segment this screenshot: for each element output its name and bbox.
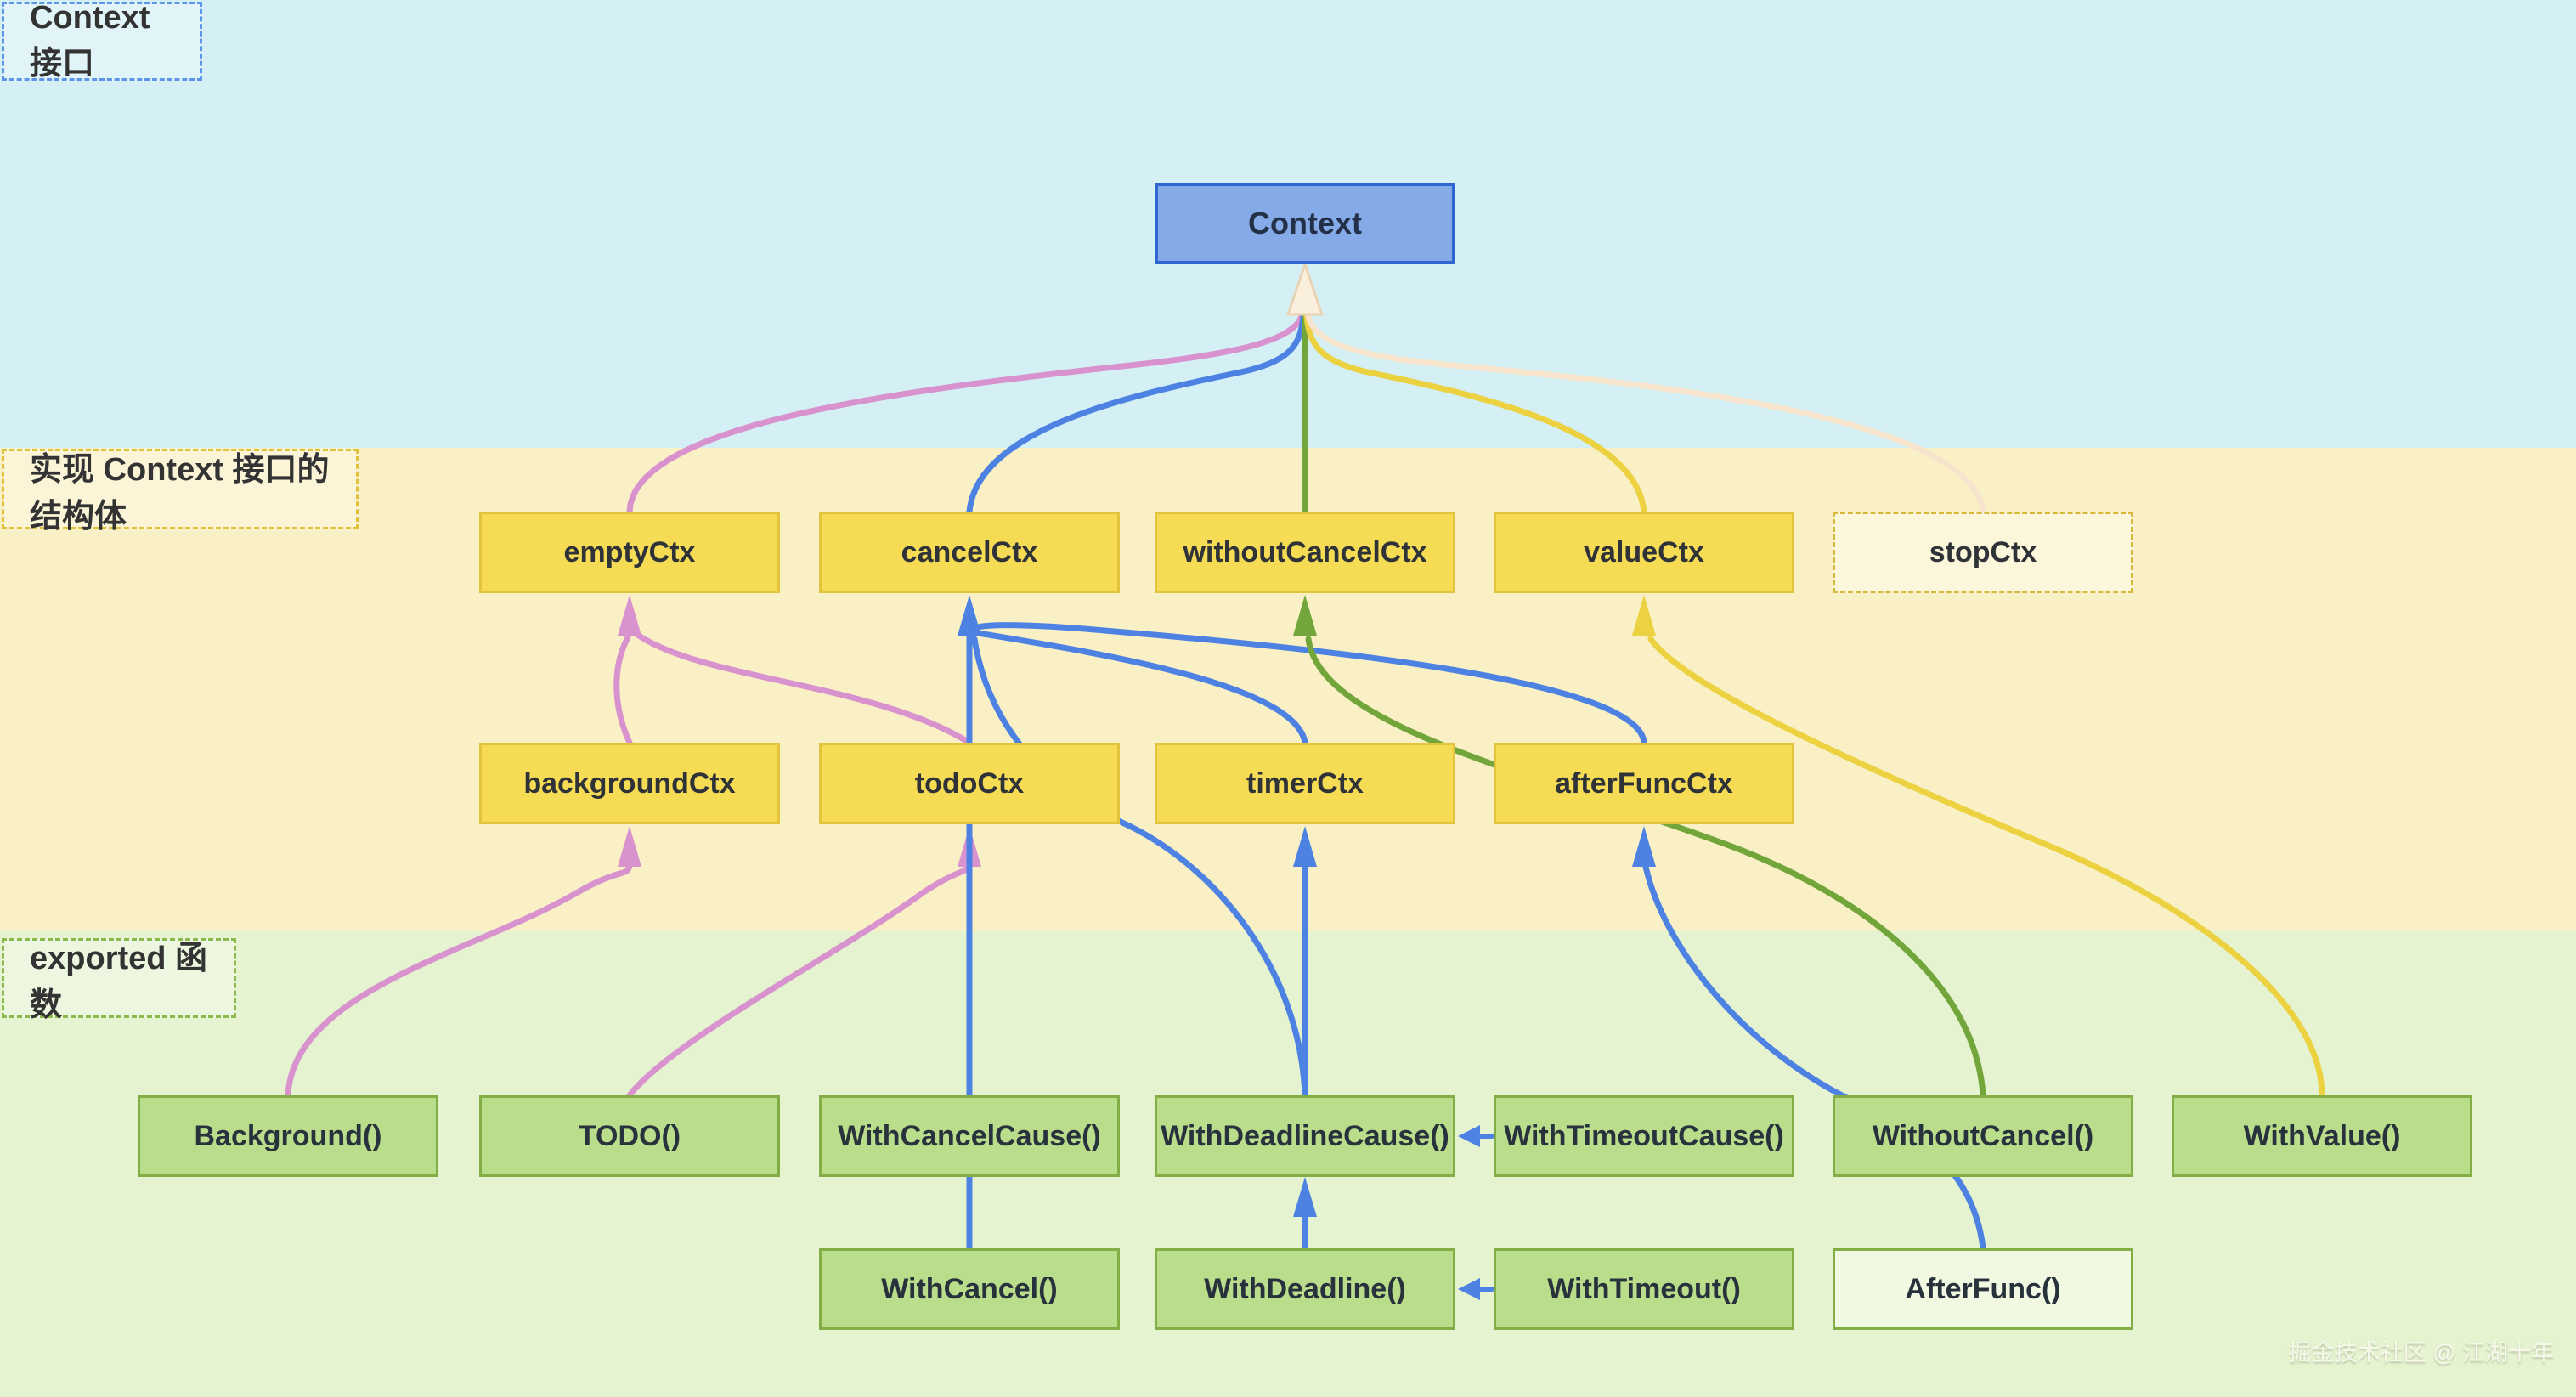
edge-emptyctx-context (626, 313, 1305, 515)
node-withoutcancel: WithoutCancel() (1833, 1095, 2133, 1177)
edge-withvalue-valuectx (1647, 636, 2325, 1099)
node-backgroundctx-label: backgroundCtx (523, 766, 736, 800)
arrowhead-timerctx (1293, 826, 1317, 867)
node-todoctx: todoCtx (819, 743, 1120, 824)
node-stopctx-label: stopCtx (1929, 535, 2037, 568)
arrowhead-emptyctx (618, 595, 641, 636)
arrowhead-withdeadlinecause (1293, 1177, 1317, 1217)
watermark: 掘金技术社区 @ 江湖十年 (2289, 1334, 2554, 1367)
node-withoutcancel-label: WithoutCancel() (1872, 1119, 2094, 1152)
node-valuectx-label: valueCtx (1584, 535, 1704, 568)
section-label-exported: exported 函数 (2, 938, 236, 1023)
section-label-interface: Context 接口 (2, 0, 202, 82)
node-afterfuncctx: afterFuncCtx (1494, 743, 1794, 824)
node-withoutcancelctx: withoutCancelCtx (1155, 512, 1455, 593)
node-todoctx-label: todoCtx (914, 766, 1025, 800)
node-valuectx: valueCtx (1494, 512, 1794, 593)
edge-afterfuncctx-cancelctx (974, 622, 1647, 746)
node-withvalue: WithValue() (2172, 1095, 2472, 1177)
node-withcancel-label: WithCancel() (881, 1272, 1058, 1305)
node-withvalue-label: WithValue() (2243, 1119, 2401, 1152)
node-afterfunc: AfterFunc() (1833, 1248, 2133, 1330)
edge-stopctx-context (1305, 313, 1986, 515)
arrowhead-cancelctx (958, 595, 981, 636)
node-withtimeoutcause-label: WithTimeoutCause() (1504, 1119, 1784, 1152)
node-todo: TODO() (479, 1095, 780, 1177)
node-withdeadlinecause-label: WithDeadlineCause() (1161, 1119, 1449, 1152)
node-withtimeoutcause: WithTimeoutCause() (1494, 1095, 1794, 1177)
node-afterfuncctx-label: afterFuncCtx (1555, 766, 1733, 800)
node-background-label: Background() (194, 1119, 382, 1152)
node-withdeadline: WithDeadline() (1155, 1248, 1455, 1330)
node-cancelctx: cancelCtx (819, 512, 1120, 593)
edge-afterfunc-afterfuncctx (1642, 863, 1986, 1252)
node-timerctx: timerCtx (1155, 743, 1455, 824)
edge-timerctx-cancelctx (974, 630, 1308, 746)
section-label-exported-text: exported 函数 (30, 941, 208, 1023)
node-withcancelcause-label: WithCancelCause() (838, 1119, 1101, 1152)
node-withcancel: WithCancel() (819, 1248, 1120, 1330)
edge-todoctx-emptyctx (636, 632, 973, 746)
node-withcancelcause: WithCancelCause() (819, 1095, 1120, 1177)
node-cancelctx-label: cancelCtx (901, 535, 1038, 568)
node-withtimeout: WithTimeout() (1494, 1248, 1794, 1330)
section-label-interface-text: Context 接口 (30, 0, 150, 82)
edge-withoutcancel-withoutcancelctx (1305, 636, 1986, 1099)
section-label-structs: 实现 Context 接口的结构体 (2, 449, 359, 534)
arrowhead-backgroundctx (618, 826, 641, 867)
section-label-structs-text: 实现 Context 接口的结构体 (30, 451, 330, 534)
node-emptyctx-label: emptyCtx (563, 535, 696, 568)
arrowhead-valuectx (1632, 595, 1656, 636)
arrowhead-row1-left (1458, 1125, 1480, 1147)
node-backgroundctx: backgroundCtx (479, 743, 780, 824)
edge-background-backgroundctx (285, 862, 633, 1099)
edge-withdeadlinecause-cancelctx (971, 636, 1308, 1099)
edge-valuectx-context (1303, 313, 1647, 515)
node-afterfunc-label: AfterFunc() (1905, 1272, 2061, 1305)
node-withdeadlinecause: WithDeadlineCause() (1155, 1095, 1455, 1177)
arrowhead-row2-left (1458, 1278, 1480, 1300)
node-context-label: Context (1248, 206, 1362, 240)
arrowhead-afterfuncctx (1632, 826, 1656, 867)
arrowhead-context (1285, 260, 1325, 316)
node-stopctx: stopCtx (1833, 512, 2133, 593)
edge-cancelctx-context (966, 313, 1307, 515)
edge-backgroundctx-emptyctx (613, 634, 633, 746)
node-withtimeout-label: WithTimeout() (1547, 1272, 1741, 1305)
arrowhead-withoutcancelctx (1293, 595, 1317, 636)
node-context: Context (1155, 183, 1455, 264)
node-withdeadline-label: WithDeadline() (1204, 1272, 1406, 1305)
watermark-text: 掘金技术社区 @ 江湖十年 (2288, 1340, 2554, 1366)
edge-todo-todoctx (626, 862, 973, 1099)
node-timerctx-label: timerCtx (1246, 766, 1364, 800)
node-todo-label: TODO() (578, 1119, 681, 1152)
node-background: Background() (138, 1095, 438, 1177)
node-emptyctx: emptyCtx (479, 512, 780, 593)
node-withoutcancelctx-label: withoutCancelCtx (1183, 535, 1427, 568)
